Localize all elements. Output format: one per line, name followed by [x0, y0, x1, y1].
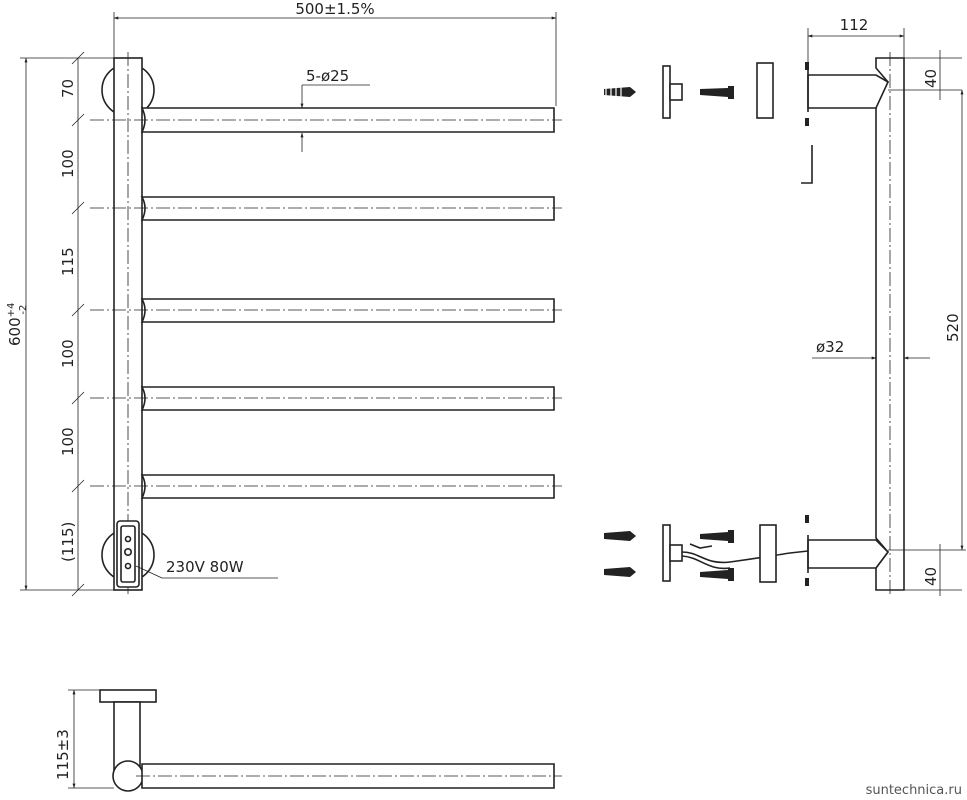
bar-3	[90, 298, 562, 323]
gap-2-label: 115	[59, 247, 77, 276]
screw-icon	[700, 86, 734, 99]
side-bottom-offset-label: 40	[922, 567, 940, 586]
gap-bottom-label: (115)	[59, 522, 77, 562]
gap-4-label: 100	[59, 427, 77, 456]
screw-icon-2	[700, 530, 734, 581]
watermark: suntechnica.ru	[866, 783, 962, 798]
cover-cap-icon-2	[759, 524, 777, 583]
power-cable-icon	[681, 543, 809, 570]
bar-5	[90, 474, 562, 499]
bar-1	[90, 107, 562, 133]
side-view: 112 40 520 40 ø32	[801, 16, 966, 596]
gap-top-label: 70	[59, 79, 77, 98]
mount-bracket-icon	[662, 65, 683, 119]
bar-4	[90, 386, 562, 411]
front-view: 500±1.5% 5-ø25 600+4-2 70 100 115 100 10…	[6, 0, 562, 597]
gap-1-label: 100	[59, 149, 77, 178]
side-top-offset-label: 40	[922, 69, 940, 88]
cover-cap-icon	[756, 62, 774, 119]
bottom-depth-label: 115±3	[54, 729, 72, 780]
bottom-bracket	[807, 539, 890, 569]
top-bracket	[807, 74, 890, 109]
wall-plug-icon	[604, 87, 636, 97]
mounting-parts	[604, 62, 809, 583]
side-height-label: 520	[944, 313, 962, 342]
height-total-label: 600+4-2	[6, 303, 29, 346]
connection-box	[116, 520, 140, 588]
width-total-label: 500±1.5%	[295, 0, 374, 18]
bar-diameter-label: 5-ø25	[306, 67, 349, 85]
wall-plug-icon-2	[604, 531, 636, 577]
pipe-diameter-label: ø32	[816, 338, 844, 356]
hex-key-icon	[801, 145, 813, 184]
top-view: 115±3	[54, 689, 562, 792]
mount-bracket-icon-2	[662, 524, 683, 582]
bar-2	[90, 196, 562, 221]
electric-spec-label: 230V 80W	[166, 558, 244, 576]
side-depth-label: 112	[840, 16, 869, 34]
gap-3-label: 100	[59, 339, 77, 368]
